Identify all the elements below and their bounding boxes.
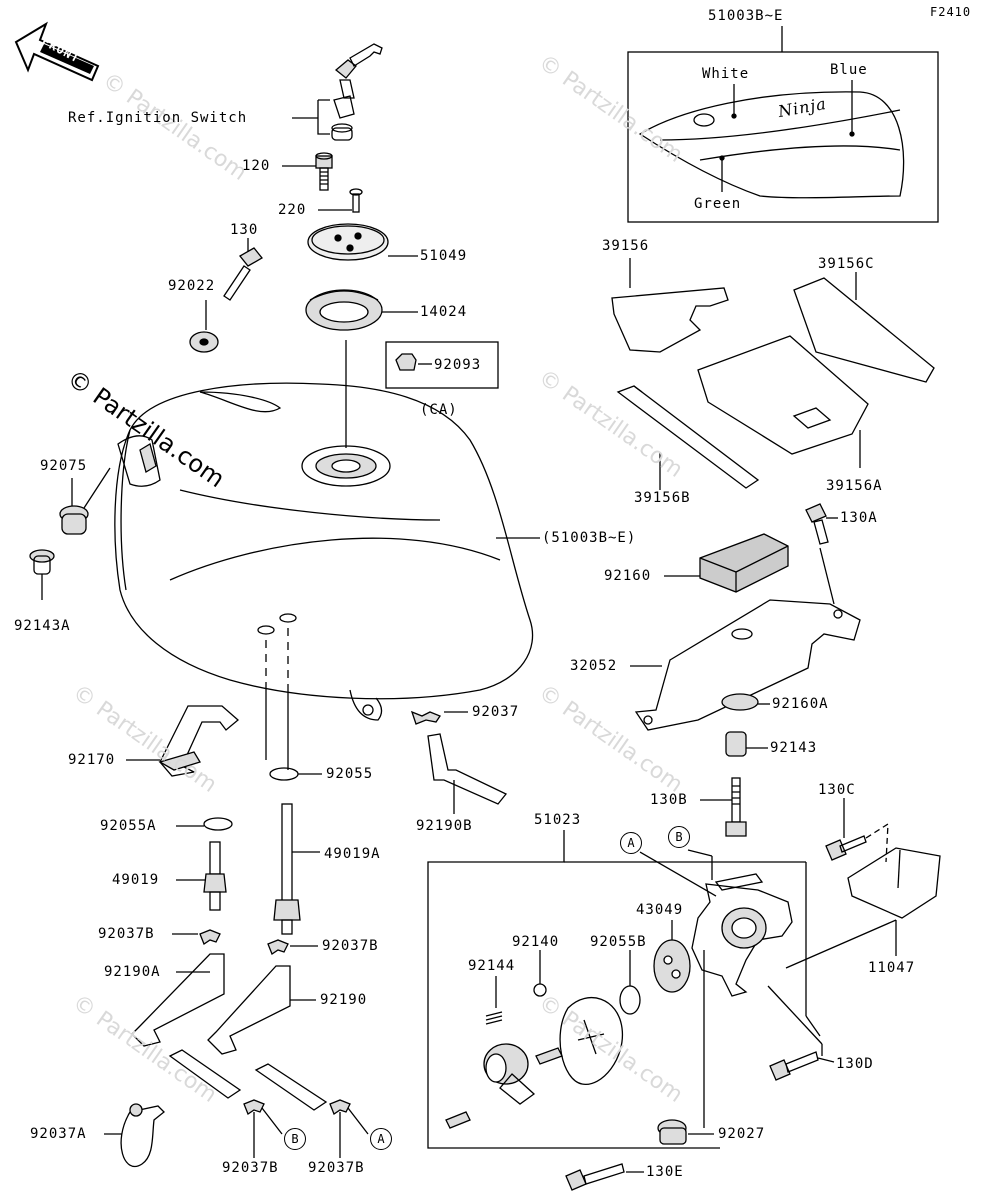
decal-color-green: Green bbox=[694, 196, 742, 212]
fuel-cock-51023-icon bbox=[691, 873, 793, 997]
part-label-39156A: 39156A bbox=[826, 478, 883, 494]
part-label-92037A: 92037A bbox=[30, 1126, 87, 1142]
grommet-92075-icon bbox=[59, 505, 89, 535]
pad-39156B-icon bbox=[616, 385, 760, 489]
callout-a: A bbox=[620, 832, 642, 854]
spring-92144-icon bbox=[485, 1011, 503, 1025]
part-label-92055A: 92055A bbox=[100, 818, 157, 834]
hose-92190-icon bbox=[207, 965, 328, 1111]
ignition-key-icon bbox=[331, 43, 383, 141]
part-label-130A: 130A bbox=[840, 510, 878, 526]
part-label-120: 120 bbox=[242, 158, 271, 174]
fuel-tank-icon bbox=[114, 382, 534, 721]
part-label-92037B-left: 92037B bbox=[98, 926, 155, 942]
pad-39156C-icon bbox=[793, 277, 935, 383]
part-label-130B: 130B bbox=[650, 792, 688, 808]
part-label-92037B-bottom-2: 92037B bbox=[308, 1160, 365, 1176]
part-label-39156B: 39156B bbox=[634, 490, 691, 506]
part-label-92190B: 92190B bbox=[416, 818, 473, 834]
part-label-130: 130 bbox=[230, 222, 259, 238]
part-label-14024: 14024 bbox=[420, 304, 468, 320]
tank-decal-icon bbox=[638, 80, 905, 199]
pad-39156-icon bbox=[611, 287, 729, 353]
bolt-130-icon bbox=[223, 247, 263, 301]
part-label-92160: 92160 bbox=[604, 568, 652, 584]
part-label-tank: (51003B~E) bbox=[542, 530, 637, 546]
part-label-49019: 49019 bbox=[112, 872, 160, 888]
collar-92143A-icon bbox=[29, 549, 55, 575]
part-label-92190A: 92190A bbox=[104, 964, 161, 980]
bolt-130C-icon bbox=[825, 835, 867, 861]
decal-color-white: White bbox=[702, 66, 750, 82]
part-label-92037B-right: 92037B bbox=[322, 938, 379, 954]
part-label-92027: 92027 bbox=[718, 1126, 766, 1142]
callout-a-bottom: A bbox=[370, 1128, 392, 1150]
part-label-43049: 43049 bbox=[636, 902, 684, 918]
part-label-92075: 92075 bbox=[40, 458, 88, 474]
pad-39156A-icon bbox=[697, 335, 869, 455]
part-label-11047: 11047 bbox=[868, 960, 916, 976]
decal-color-blue: Blue bbox=[830, 62, 868, 78]
part-label-130D: 130D bbox=[836, 1056, 874, 1072]
lever-knob-icon bbox=[483, 1043, 536, 1105]
part-label-92037B-bottom-1: 92037B bbox=[222, 1160, 279, 1176]
part-label-92144: 92144 bbox=[468, 958, 516, 974]
filter-49019A-icon bbox=[273, 803, 301, 935]
hose-92190A-icon bbox=[131, 953, 242, 1099]
part-label-92093: 92093 bbox=[434, 357, 482, 373]
filter-49019-icon bbox=[203, 841, 227, 911]
part-label-49019A: 49019A bbox=[324, 846, 381, 862]
hose-92190B-icon bbox=[427, 733, 508, 805]
part-label-92160A: 92160A bbox=[772, 696, 829, 712]
figure-code: F2410 bbox=[930, 5, 972, 19]
front-arrow-icon bbox=[14, 21, 100, 82]
part-label-ca: (CA) bbox=[420, 402, 458, 418]
part-label-51003B-E: 51003B~E bbox=[708, 8, 784, 24]
bolt-130D-icon bbox=[769, 1051, 819, 1081]
part-label-92055B: 92055B bbox=[590, 934, 647, 950]
cap-base-14024-icon bbox=[305, 289, 383, 331]
part-label-92143: 92143 bbox=[770, 740, 818, 756]
part-label-39156: 39156 bbox=[602, 238, 650, 254]
filler-cap-51049-icon bbox=[307, 223, 389, 261]
part-label-92170: 92170 bbox=[68, 752, 116, 768]
part-label-32052: 32052 bbox=[570, 658, 618, 674]
bolt-120-icon bbox=[315, 152, 333, 191]
rubber-92160-icon bbox=[699, 533, 789, 593]
part-label-92055: 92055 bbox=[326, 766, 374, 782]
bolt-130B-icon bbox=[725, 777, 747, 837]
part-label-39156C: 39156C bbox=[818, 256, 875, 272]
bolt-130A-icon bbox=[805, 503, 829, 545]
bracket-32052-icon bbox=[634, 599, 861, 731]
part-label-92037: 92037 bbox=[472, 704, 520, 720]
clip-92170-icon bbox=[158, 705, 240, 777]
part-label-92140: 92140 bbox=[512, 934, 560, 950]
screw-220-icon bbox=[349, 188, 363, 213]
part-label-92022: 92022 bbox=[168, 278, 216, 294]
part-label-92190: 92190 bbox=[320, 992, 368, 1008]
part-label-130E: 130E bbox=[646, 1164, 684, 1180]
part-label-92143A: 92143A bbox=[14, 618, 71, 634]
part-label-51023: 51023 bbox=[534, 812, 582, 828]
ref-ignition-switch-label: Ref.Ignition Switch bbox=[68, 110, 248, 126]
part-label-130C: 130C bbox=[818, 782, 856, 798]
part-label-220: 220 bbox=[278, 202, 307, 218]
callout-b-bottom: B bbox=[284, 1128, 306, 1150]
bolt-130E-icon bbox=[565, 1163, 625, 1191]
callout-b: B bbox=[668, 826, 690, 848]
bracket-11047-icon bbox=[847, 847, 941, 919]
gasket-43049-icon bbox=[653, 939, 691, 993]
clamp-92037A-icon bbox=[120, 1103, 165, 1167]
part-label-51049: 51049 bbox=[420, 248, 468, 264]
